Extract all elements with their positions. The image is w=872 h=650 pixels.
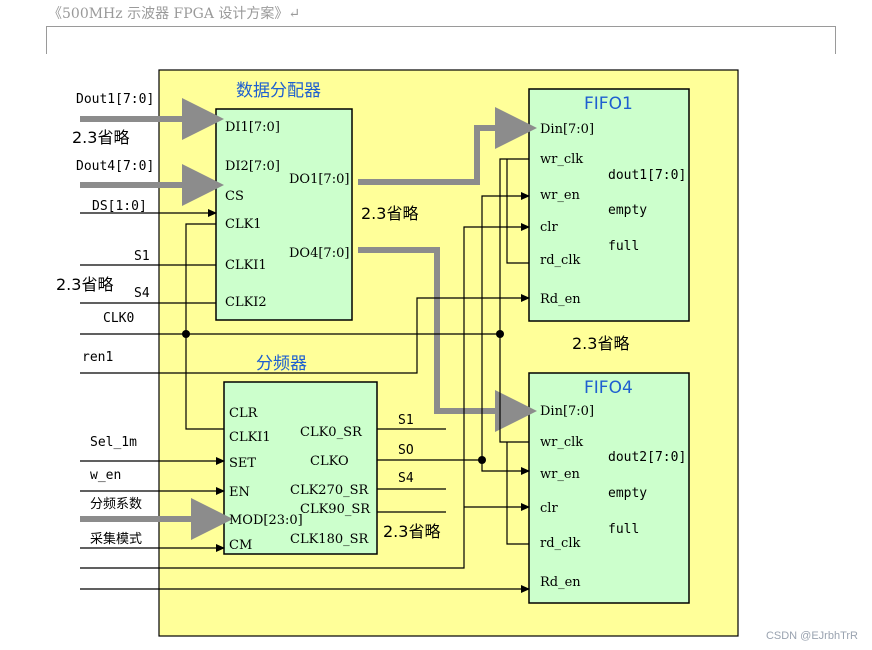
pin-label: wr_clk [540, 152, 583, 167]
pin-label: full [608, 522, 639, 537]
pin-label: wr_clk [540, 435, 583, 450]
signal-div-factor: 分频系数 [90, 497, 142, 512]
distributor-pins: DI1[7:0] DI2[7:0] CS CLK1 CLKI1 CLKI2 DO… [225, 120, 349, 310]
signal-sel-1m: Sel_1m [90, 435, 137, 450]
bus-arrow-do4-to-fifo4 [358, 247, 537, 432]
pin-label: clr [540, 220, 558, 235]
pin-label: EN [229, 485, 250, 500]
pin-label: CLKI1 [229, 430, 271, 445]
pin-label: SET [229, 456, 256, 471]
pin-label: CS [225, 189, 244, 204]
fifo4-title: FIFO4 [584, 378, 633, 398]
pin-label: wr_en [540, 188, 581, 203]
divider-output-nets: S1 SO S4 [398, 413, 414, 486]
pin-label: CLK180_SR [290, 532, 370, 547]
pin-label: CLK0_SR [300, 425, 363, 440]
omitted-label-5: 2.3省略 [383, 522, 440, 541]
distributor-title: 数据分配器 [236, 81, 321, 101]
signal-wires [80, 158, 530, 593]
signal-ds: DS[1:0] [92, 199, 147, 214]
header-rule [46, 26, 836, 27]
pin-label: CLK90_SR [300, 502, 371, 517]
signal-clk0: CLK0 [103, 311, 134, 326]
signal-acq-mode: 采集模式 [90, 531, 142, 547]
pin-label: Din[7:0] [540, 404, 594, 419]
header-corner-right [835, 26, 836, 54]
signal-w-en: w_en [90, 468, 121, 483]
pin-label: wr_en [540, 467, 581, 482]
pin-label: dout1[7:0] [608, 168, 686, 183]
header-corner-left [46, 26, 47, 54]
bus-arrows [80, 98, 537, 540]
junction-dot [182, 330, 190, 338]
pin-label: empty [608, 203, 647, 218]
pin-label: CLK1 [225, 217, 262, 232]
pin-label: CLK270_SR [290, 483, 370, 498]
pin-label: empty [608, 486, 647, 501]
divider-block [223, 381, 378, 555]
signal-dout1: Dout1[7:0] [76, 92, 154, 107]
watermark: CSDN @EJrbhTrR [765, 630, 858, 642]
pin-label: DI2[7:0] [225, 159, 280, 174]
pin-label: CLKI1 [225, 258, 267, 273]
pin-label: DO4[7:0] [289, 246, 349, 261]
pin-label: rd_clk [540, 253, 580, 268]
omitted-label-4: 2.3省略 [572, 334, 629, 353]
signal-s4: S4 [134, 286, 150, 301]
document-header: 《500MHz 示波器 FPGA 设计方案》↵ [48, 6, 301, 22]
omitted-label-2: 2.3省略 [56, 275, 113, 294]
pin-label: rd_clk [540, 536, 580, 551]
distributor-block [215, 108, 353, 321]
net-label: SO [398, 443, 414, 458]
pin-label: CLKO [310, 454, 349, 469]
signal-dout4: Dout4[7:0] [76, 159, 154, 174]
pin-label: Din[7:0] [540, 122, 594, 137]
pin-label: clr [540, 501, 558, 516]
bus-arrow-do1-to-fifo1 [358, 107, 537, 185]
signal-ren1: ren1 [82, 350, 113, 365]
fifo1-pins: Din[7:0] wr_clk wr_en clr rd_clk Rd_en d… [540, 122, 686, 307]
junction-dot [478, 456, 486, 464]
fifo1-title: FIFO1 [584, 94, 633, 114]
pin-label: DO1[7:0] [289, 172, 349, 187]
divider-pins: CLR CLKI1 SET EN MOD[23:0] CM CLK0_SR CL… [229, 406, 371, 553]
pin-label: Rd_en [540, 292, 581, 307]
fifo4-block [528, 372, 690, 604]
pin-label: DI1[7:0] [225, 120, 280, 135]
fifo1-block [528, 88, 690, 322]
pin-label: dout2[7:0] [608, 450, 686, 465]
junction-dot [496, 330, 504, 338]
pin-label: MOD[23:0] [229, 513, 303, 528]
omitted-label-1: 2.3省略 [72, 128, 129, 147]
pin-label: full [608, 239, 639, 254]
omitted-label-3: 2.3省略 [361, 204, 418, 223]
divider-title: 分频器 [256, 354, 307, 374]
pin-label: CLR [229, 406, 259, 421]
signal-s1: S1 [134, 249, 150, 264]
pin-label: Rd_en [540, 575, 581, 590]
pin-label: CLKI2 [225, 295, 267, 310]
net-label: S1 [398, 413, 414, 428]
net-label: S4 [398, 471, 414, 486]
pin-label: CM [229, 538, 252, 553]
fifo4-pins: Din[7:0] wr_clk wr_en clr rd_clk Rd_en d… [540, 404, 686, 590]
